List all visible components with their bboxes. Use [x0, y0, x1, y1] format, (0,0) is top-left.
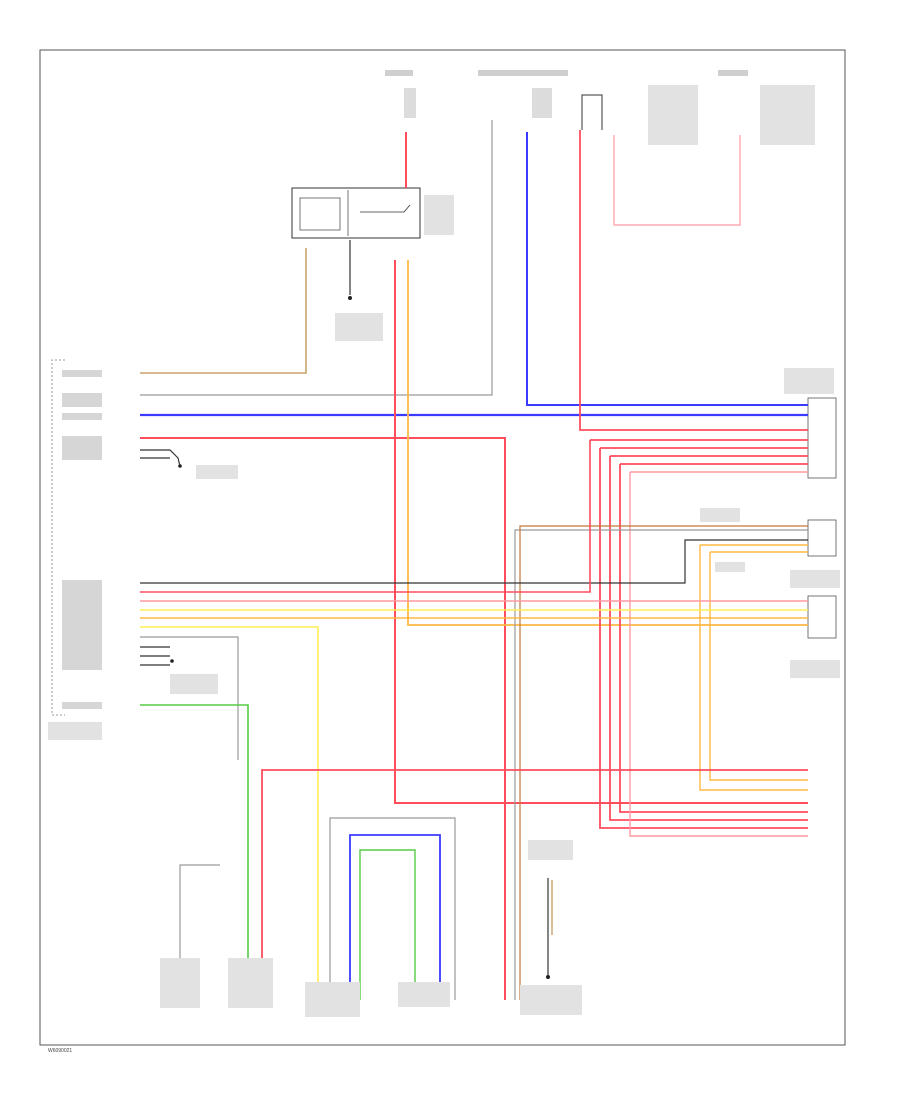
wire-green [140, 704, 249, 1000]
wire-yellow [140, 626, 319, 1000]
wire-tan [140, 248, 307, 374]
diagram-frame [39, 49, 846, 1046]
right-connector-2 [807, 519, 837, 557]
wire-gray [179, 864, 220, 1000]
wire-blue [526, 132, 808, 406]
wire-red [140, 440, 591, 593]
right-connector-3 [807, 595, 837, 639]
relay-box [291, 187, 421, 239]
wire-orange [699, 544, 808, 791]
wire-black [581, 94, 603, 130]
wire-red [140, 437, 506, 1000]
wire-gray [140, 120, 493, 396]
wire-red [609, 455, 808, 821]
wire-red [394, 260, 808, 804]
wire-black [140, 646, 170, 666]
wire-blue [349, 834, 441, 1000]
wire-black [140, 449, 181, 467]
wires [140, 94, 808, 1000]
wire-red [261, 769, 808, 1000]
wire-green [359, 849, 416, 1000]
wire-orange [407, 260, 808, 626]
ground-points [170, 296, 550, 979]
wire-red [619, 463, 808, 813]
annotation-blocks [48, 70, 840, 1017]
footer-code: W6090021 [48, 1048, 72, 1054]
wire-orange [709, 551, 808, 781]
wire-pink [613, 135, 741, 226]
wire-red [599, 447, 808, 829]
wire-brown [519, 525, 808, 1000]
wire-gray [514, 529, 808, 1000]
wire-gray [140, 636, 239, 760]
wire-red [579, 130, 808, 431]
wire-gray [329, 817, 456, 1000]
wire-black [140, 539, 808, 584]
right-connector-1 [807, 397, 837, 479]
wire-pink [629, 471, 808, 837]
